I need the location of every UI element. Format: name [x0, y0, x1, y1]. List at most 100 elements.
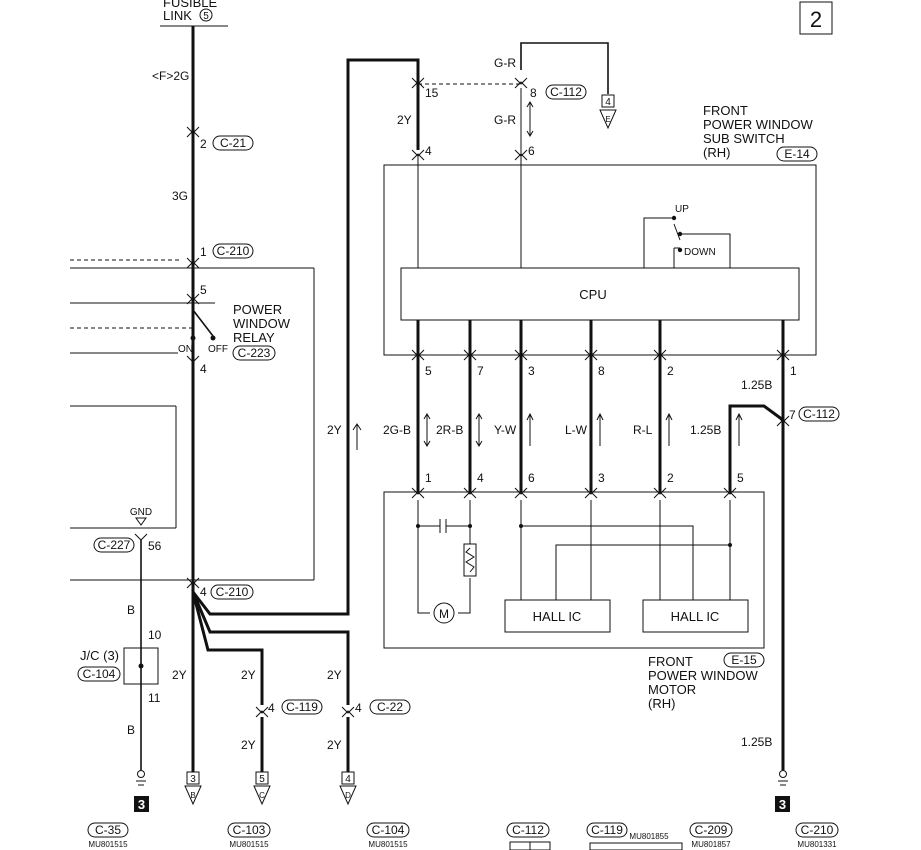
ref-b-arrow: [184, 785, 202, 806]
motor-m: M: [439, 607, 449, 621]
pin-mark: [186, 297, 200, 305]
connector-c112-right-box: [798, 406, 840, 422]
motor-label-3: MOTOR: [648, 682, 696, 697]
pin-8: 8: [530, 86, 537, 100]
wire-g-r-label: G-R: [494, 113, 516, 127]
pin-11: 11: [148, 691, 161, 705]
hall-wire: [555, 544, 730, 600]
footer-conn-7: C-210: [801, 823, 834, 837]
relay-off-dot: [210, 335, 216, 341]
hall-ic-2-box: [642, 599, 749, 633]
pin-mark: [411, 149, 425, 157]
hall-wire: [520, 500, 694, 600]
sub-switch-label-3: SUB SWITCH: [703, 131, 785, 146]
pin-10: 10: [148, 628, 162, 642]
connector-c22: C-22: [377, 700, 403, 714]
connector-c21-box: [212, 135, 254, 151]
pin-s3: 3: [528, 364, 535, 378]
motor-box: [383, 491, 765, 649]
ground-symbol-right: [779, 770, 787, 778]
pin-mark: [514, 77, 528, 85]
wire-125b-motor: [728, 404, 784, 492]
pin-mark: [186, 581, 200, 589]
motor-label-4: (RH): [648, 696, 675, 711]
arrow-head: [352, 423, 362, 431]
ref-c-letter: C: [259, 791, 265, 800]
connector-c210-bot-box: [210, 584, 254, 600]
ref-e-num: 4: [605, 97, 611, 108]
hall-ic-2: HALL IC: [671, 609, 720, 624]
pin-15: 15: [425, 86, 439, 100]
pin-m3: 3: [598, 471, 605, 485]
ground-marker: 3: [138, 797, 145, 812]
footer-part-6: MU801857: [691, 840, 731, 849]
ref-e-box: [601, 94, 615, 108]
switch-wire: [680, 233, 731, 268]
motor-label-1: FRONT: [648, 654, 693, 669]
wire-g-r-top: [520, 42, 609, 94]
pin-mark: [186, 257, 200, 265]
pin-5: 5: [200, 283, 207, 297]
pin-mark: [186, 577, 200, 585]
motor-wire: [458, 578, 471, 614]
pin-m6: 6: [528, 471, 535, 485]
footer-part-7: MU801331: [797, 840, 837, 849]
ref-d-num: 4: [345, 774, 351, 785]
pin-mark: [186, 293, 200, 301]
pin-m5: 5: [737, 471, 744, 485]
ref-d-box: [341, 771, 355, 785]
fusible-label: LINK: [163, 8, 192, 23]
ground-marker-box: [134, 796, 149, 812]
connector-c223: C-223: [238, 346, 271, 360]
footer-conn-2: C-103: [233, 823, 266, 837]
connector-c112-top: C-112: [550, 85, 582, 99]
motor-symbol: [433, 602, 455, 624]
connector-c119-box: [281, 699, 323, 715]
gnd-symbol: [135, 517, 147, 526]
ref-e-letter: E: [605, 115, 610, 124]
sub-switch-label-2: POWER WINDOW: [703, 117, 813, 132]
footer-conn-3: C-104: [372, 823, 405, 837]
switch-up-dot: [671, 215, 677, 221]
pin-s2: 2: [667, 364, 674, 378]
wire-label-rl: R-L: [633, 423, 653, 437]
page-number: 2: [810, 7, 822, 32]
wire-label-2gb: 2G-B: [383, 423, 411, 437]
ground-marker-right-box: [775, 796, 790, 812]
wire-label-2rb: 2R-B: [436, 423, 463, 437]
connector-e14-box: [776, 146, 818, 162]
wire-label-f2g: <F>2G: [152, 69, 189, 83]
pin-mark: [255, 706, 269, 714]
splice: [416, 524, 420, 528]
connector-e15-box: [723, 652, 765, 668]
relay-label-3: RELAY: [233, 330, 275, 345]
pin-mark: [186, 126, 200, 134]
wire-label-125b-b: 1.25B: [690, 423, 721, 437]
pin-s8: 8: [598, 364, 605, 378]
wire-2y-d2: 2Y: [327, 738, 342, 752]
footer-conn-6: C-209: [695, 823, 728, 837]
ptc-zigzag: [465, 547, 475, 573]
wire-2y-c1: 2Y: [241, 668, 256, 682]
relay-label-1: POWER: [233, 302, 282, 317]
connector-c104-box: [77, 666, 121, 682]
wire-b1: B: [127, 603, 135, 617]
relay-contact: [192, 309, 214, 337]
ref-b-letter: B: [190, 791, 195, 800]
pin-6: 6: [528, 144, 535, 158]
sub-switch-label-4: (RH): [703, 145, 730, 160]
ref-c-num: 5: [259, 774, 265, 785]
connector-c210-top: C-210: [217, 244, 250, 258]
hall-ic-1: HALL IC: [533, 609, 582, 624]
relay-on-dot: [190, 335, 196, 341]
wire-2y-mid: 2Y: [327, 423, 342, 437]
pin-mark: [411, 153, 425, 161]
pin-2: 2: [200, 137, 207, 151]
gnd-label: GND: [130, 507, 152, 518]
switch-down-dot: [677, 247, 683, 253]
sub-switch-box: [383, 164, 817, 356]
wire-125b-a: 1.25B: [741, 378, 772, 392]
arrow-head: [526, 130, 534, 137]
connector-c22-box: [369, 699, 411, 715]
motor-top-pins: [411, 487, 737, 499]
